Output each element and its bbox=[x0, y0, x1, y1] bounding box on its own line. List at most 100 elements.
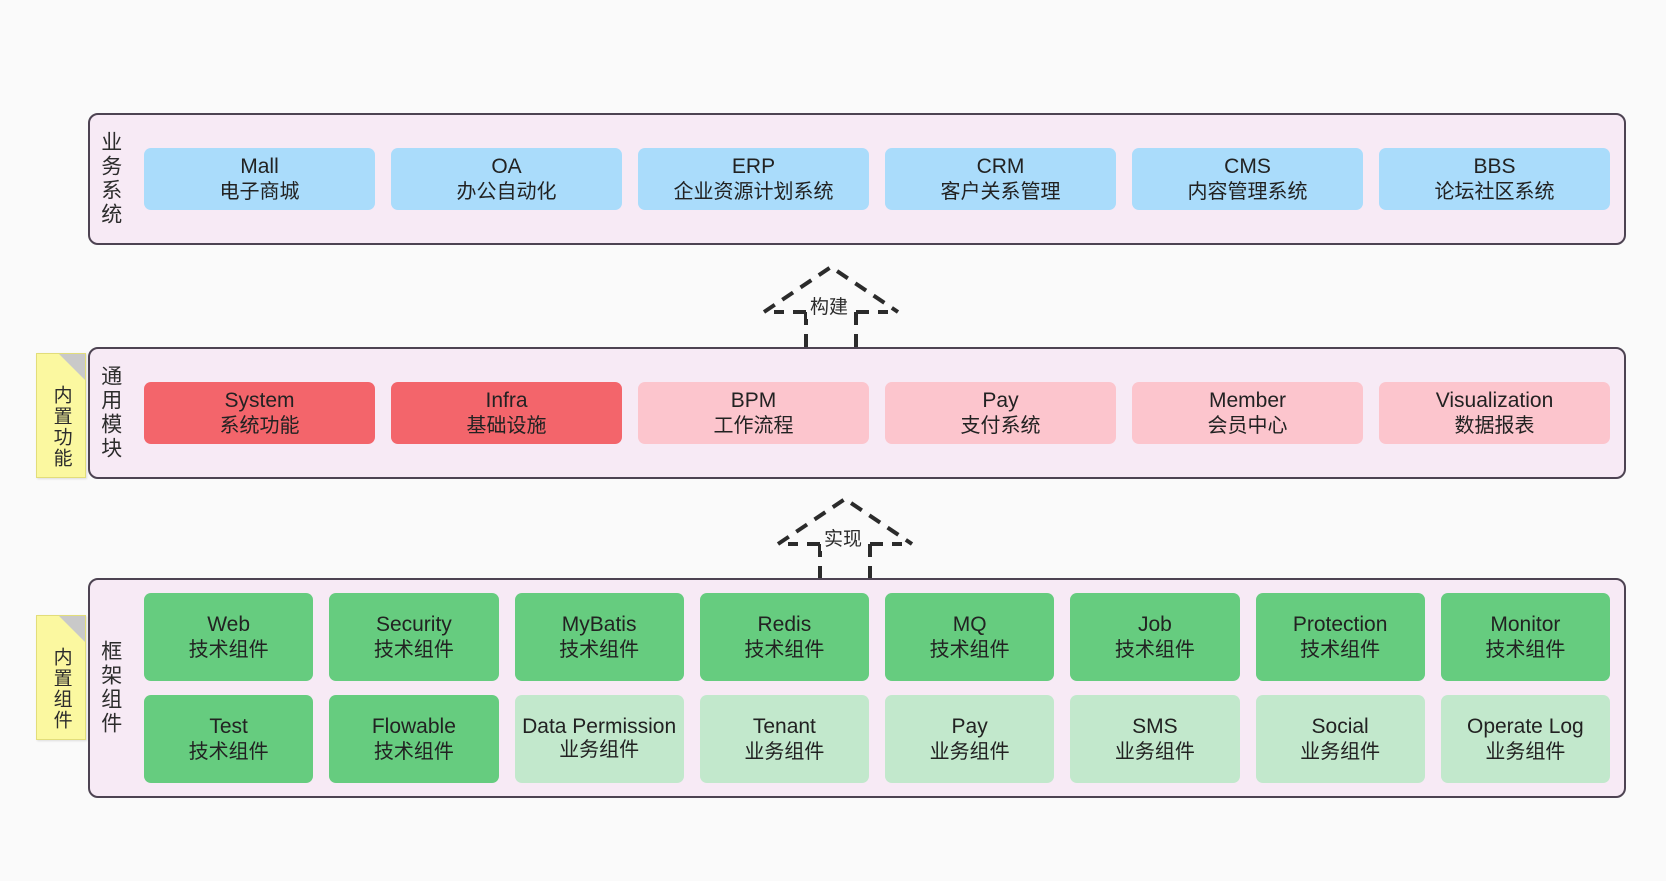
layer-title-text: 框架组件 bbox=[98, 640, 122, 736]
card-title: Pay bbox=[982, 388, 1019, 412]
card-subtitle: 工作流程 bbox=[713, 414, 794, 437]
connector-implement: 实现 bbox=[770, 494, 920, 580]
connector-build-label: 构建 bbox=[807, 292, 852, 319]
card-subtitle: 内容管理系统 bbox=[1187, 180, 1308, 203]
page-fold-icon bbox=[59, 616, 85, 642]
card-subtitle: 客户关系管理 bbox=[940, 180, 1061, 203]
card-social[interactable]: Social 业务组件 bbox=[1255, 695, 1425, 783]
card-title: Job bbox=[1137, 612, 1172, 636]
card-crm[interactable]: CRM 客户关系管理 bbox=[885, 147, 1116, 211]
card-title: SMS bbox=[1132, 714, 1178, 738]
card-title: Operate Log bbox=[1466, 714, 1584, 738]
card-title: BPM bbox=[730, 388, 777, 412]
card-subtitle: 技术组件 bbox=[1485, 638, 1566, 661]
connector-implement-label: 实现 bbox=[821, 524, 866, 551]
layer-framework-component: 框架组件 Web 技术组件 Security 技术组件 MyBatis 技术组件… bbox=[88, 578, 1626, 798]
card-title: Monitor bbox=[1490, 612, 1561, 636]
card-flowable[interactable]: Flowable 技术组件 bbox=[329, 695, 499, 783]
card-subtitle: 技术组件 bbox=[373, 638, 454, 661]
layer-title-framework-component: 框架组件 bbox=[90, 580, 130, 796]
card-subtitle: 技术组件 bbox=[559, 638, 640, 661]
card-pay-business[interactable]: Pay 业务组件 bbox=[885, 695, 1055, 783]
layer-body-common-module: System 系统功能 Infra 基础设施 BPM 工作流程 Pay 支付系统… bbox=[130, 349, 1624, 477]
card-title: MyBatis bbox=[561, 612, 637, 636]
card-tenant[interactable]: Tenant 业务组件 bbox=[699, 695, 869, 783]
card-title: Redis bbox=[757, 612, 812, 636]
card-subtitle: 业务组件 bbox=[1485, 740, 1566, 763]
card-row: Mall 电子商城 OA 办公自动化 ERP 企业资源计划系统 CRM 客户关系… bbox=[144, 147, 1610, 211]
layer-business-system: 业务系统 Mall 电子商城 OA 办公自动化 ERP 企业资源计划系统 CRM bbox=[88, 113, 1626, 245]
card-subtitle: 业务组件 bbox=[1300, 740, 1381, 763]
card-row: System 系统功能 Infra 基础设施 BPM 工作流程 Pay 支付系统… bbox=[144, 381, 1610, 445]
card-mall[interactable]: Mall 电子商城 bbox=[144, 147, 375, 211]
layer-title-common-module: 通用模块 bbox=[90, 349, 130, 477]
card-pay[interactable]: Pay 支付系统 bbox=[885, 381, 1116, 445]
card-title: Web bbox=[207, 612, 251, 636]
card-title: Pay bbox=[951, 714, 988, 738]
card-subtitle: 技术组件 bbox=[929, 638, 1010, 661]
card-bpm[interactable]: BPM 工作流程 bbox=[638, 381, 869, 445]
card-title: Member bbox=[1208, 388, 1287, 412]
card-oa[interactable]: OA 办公自动化 bbox=[391, 147, 622, 211]
card-subtitle: 企业资源计划系统 bbox=[673, 180, 834, 203]
connector-build: 构建 bbox=[756, 262, 906, 348]
card-mq[interactable]: MQ 技术组件 bbox=[885, 593, 1055, 681]
card-system[interactable]: System 系统功能 bbox=[144, 381, 375, 445]
card-infra[interactable]: Infra 基础设施 bbox=[391, 381, 622, 445]
card-job[interactable]: Job 技术组件 bbox=[1070, 593, 1240, 681]
card-sms[interactable]: SMS 业务组件 bbox=[1070, 695, 1240, 783]
card-subtitle: 技术组件 bbox=[188, 740, 269, 763]
card-title: BBS bbox=[1473, 154, 1516, 178]
card-title: Tenant bbox=[752, 714, 816, 738]
card-title: MQ bbox=[952, 612, 987, 636]
card-erp[interactable]: ERP 企业资源计划系统 bbox=[638, 147, 869, 211]
card-redis[interactable]: Redis 技术组件 bbox=[699, 593, 869, 681]
card-title: Security bbox=[375, 612, 452, 636]
card-subtitle: 业务组件 bbox=[929, 740, 1010, 763]
card-title: Visualization bbox=[1435, 388, 1554, 412]
card-title: OA bbox=[491, 154, 522, 178]
card-title: System bbox=[224, 388, 295, 412]
card-visualization[interactable]: Visualization 数据报表 bbox=[1379, 381, 1610, 445]
card-member[interactable]: Member 会员中心 bbox=[1132, 381, 1363, 445]
card-mybatis[interactable]: MyBatis 技术组件 bbox=[514, 593, 684, 681]
card-subtitle: 电子商城 bbox=[219, 180, 300, 203]
card-title: Social bbox=[1311, 714, 1369, 738]
card-title: Data Permission bbox=[522, 714, 677, 738]
card-title: CRM bbox=[976, 154, 1025, 178]
connector-build-arrow bbox=[762, 264, 900, 348]
card-protection[interactable]: Protection 技术组件 bbox=[1255, 593, 1425, 681]
card-monitor[interactable]: Monitor 技术组件 bbox=[1440, 593, 1610, 681]
layer-title-text: 通用模块 bbox=[98, 365, 122, 461]
card-subtitle: 技术组件 bbox=[744, 638, 825, 661]
card-title: ERP bbox=[731, 154, 776, 178]
sticky-note-text: 内置组件 bbox=[50, 646, 72, 731]
card-subtitle: 技术组件 bbox=[1114, 638, 1195, 661]
layer-body-framework-component: Web 技术组件 Security 技术组件 MyBatis 技术组件 Redi… bbox=[130, 580, 1624, 796]
card-operate-log[interactable]: Operate Log 业务组件 bbox=[1440, 695, 1610, 783]
card-row: Web 技术组件 Security 技术组件 MyBatis 技术组件 Redi… bbox=[144, 593, 1610, 681]
layer-body-business-system: Mall 电子商城 OA 办公自动化 ERP 企业资源计划系统 CRM 客户关系… bbox=[130, 115, 1624, 243]
card-subtitle: 业务组件 bbox=[1114, 740, 1195, 763]
card-data-permission[interactable]: Data Permission 业务组件 bbox=[514, 695, 684, 783]
sticky-note-builtin-function: 内置功能 bbox=[36, 353, 86, 478]
card-title: Protection bbox=[1292, 612, 1388, 636]
card-subtitle: 业务组件 bbox=[559, 739, 640, 762]
card-bbs[interactable]: BBS 论坛社区系统 bbox=[1379, 147, 1610, 211]
card-security[interactable]: Security 技术组件 bbox=[329, 593, 499, 681]
card-subtitle: 支付系统 bbox=[960, 414, 1041, 437]
card-subtitle: 系统功能 bbox=[219, 414, 300, 437]
card-subtitle: 论坛社区系统 bbox=[1434, 180, 1555, 203]
card-row: Test 技术组件 Flowable 技术组件 Data Permission … bbox=[144, 695, 1610, 783]
sticky-note-text: 内置功能 bbox=[50, 384, 72, 469]
card-title: Flowable bbox=[371, 714, 456, 738]
card-test[interactable]: Test 技术组件 bbox=[144, 695, 314, 783]
layer-common-module: 通用模块 System 系统功能 Infra 基础设施 BPM 工作流程 Pay bbox=[88, 347, 1626, 479]
card-subtitle: 技术组件 bbox=[373, 740, 454, 763]
layer-title-business-system: 业务系统 bbox=[90, 115, 130, 243]
card-web[interactable]: Web 技术组件 bbox=[144, 593, 314, 681]
card-cms[interactable]: CMS 内容管理系统 bbox=[1132, 147, 1363, 211]
card-title: Mall bbox=[240, 154, 279, 178]
card-title: CMS bbox=[1224, 154, 1271, 178]
